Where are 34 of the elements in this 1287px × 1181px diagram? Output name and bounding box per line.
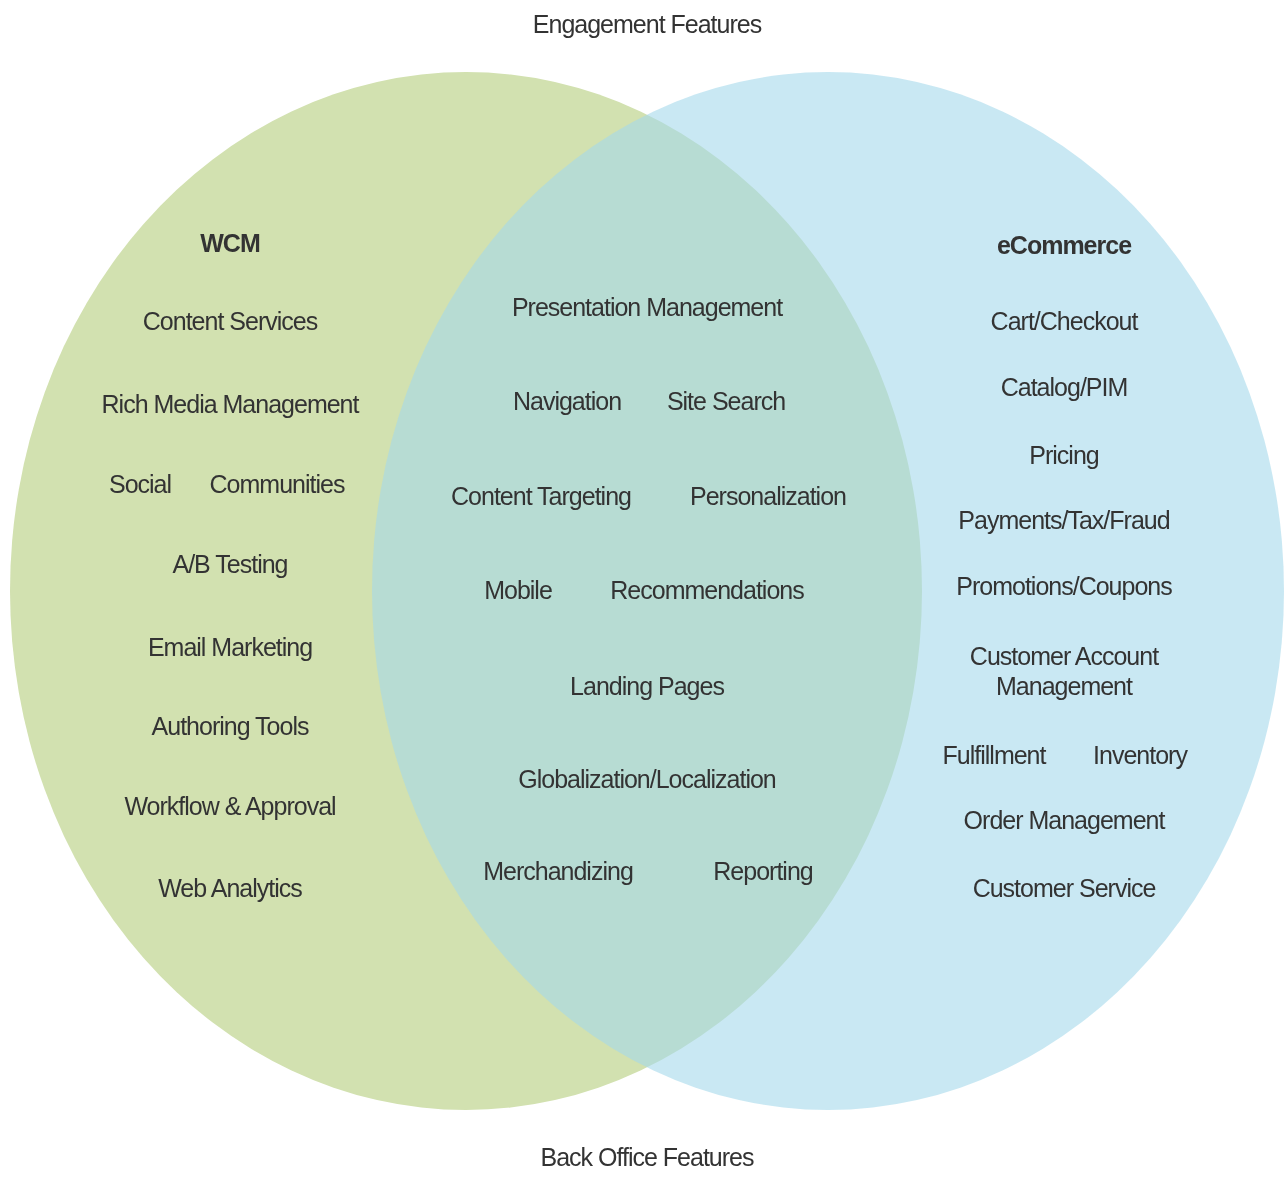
set-heading: eCommerce <box>996 230 1132 260</box>
set-heading: WCM <box>200 228 260 258</box>
feature-label: Presentation Management <box>511 292 783 322</box>
feature-label: A/B Testing <box>172 549 288 579</box>
feature-label: Inventory <box>1093 740 1187 770</box>
feature-label: Social <box>108 469 172 499</box>
feature-label: Landing Pages <box>570 671 724 701</box>
feature-label: Navigation <box>512 386 622 416</box>
feature-label: Email Marketing <box>147 632 313 662</box>
feature-label: Pricing <box>1029 440 1099 470</box>
feature-label: Communities <box>209 469 345 499</box>
feature-label: Rich Media Management <box>101 389 359 419</box>
axis-caption: Back Office Features <box>540 1142 754 1172</box>
feature-label: Order Management <box>963 805 1165 835</box>
feature-label: Customer Service <box>972 873 1156 903</box>
feature-label: Catalog/PIM <box>1000 372 1128 402</box>
feature-label: Site Search <box>666 386 786 416</box>
feature-label: Recommendations <box>610 575 804 605</box>
feature-label: Cart/Checkout <box>990 306 1138 336</box>
feature-label: Promotions/Coupons <box>956 571 1172 601</box>
feature-label: Globalization/Localization <box>518 764 776 794</box>
feature-label: Payments/Tax/Fraud <box>958 505 1170 535</box>
feature-label: Web Analytics <box>158 873 302 903</box>
feature-label: Content Targeting <box>451 481 631 511</box>
feature-label: Workflow & Approval <box>124 791 336 821</box>
feature-label: Customer Account Management <box>968 641 1160 701</box>
feature-label: Content Services <box>142 306 318 336</box>
feature-label: Merchandizing <box>483 856 633 886</box>
feature-label: Mobile <box>484 575 552 605</box>
feature-label: Reporting <box>713 856 813 886</box>
feature-label: Authoring Tools <box>151 711 309 741</box>
axis-caption: Engagement Features <box>532 9 762 39</box>
feature-label: Personalization <box>690 481 846 511</box>
feature-label: Fulfillment <box>942 740 1046 770</box>
